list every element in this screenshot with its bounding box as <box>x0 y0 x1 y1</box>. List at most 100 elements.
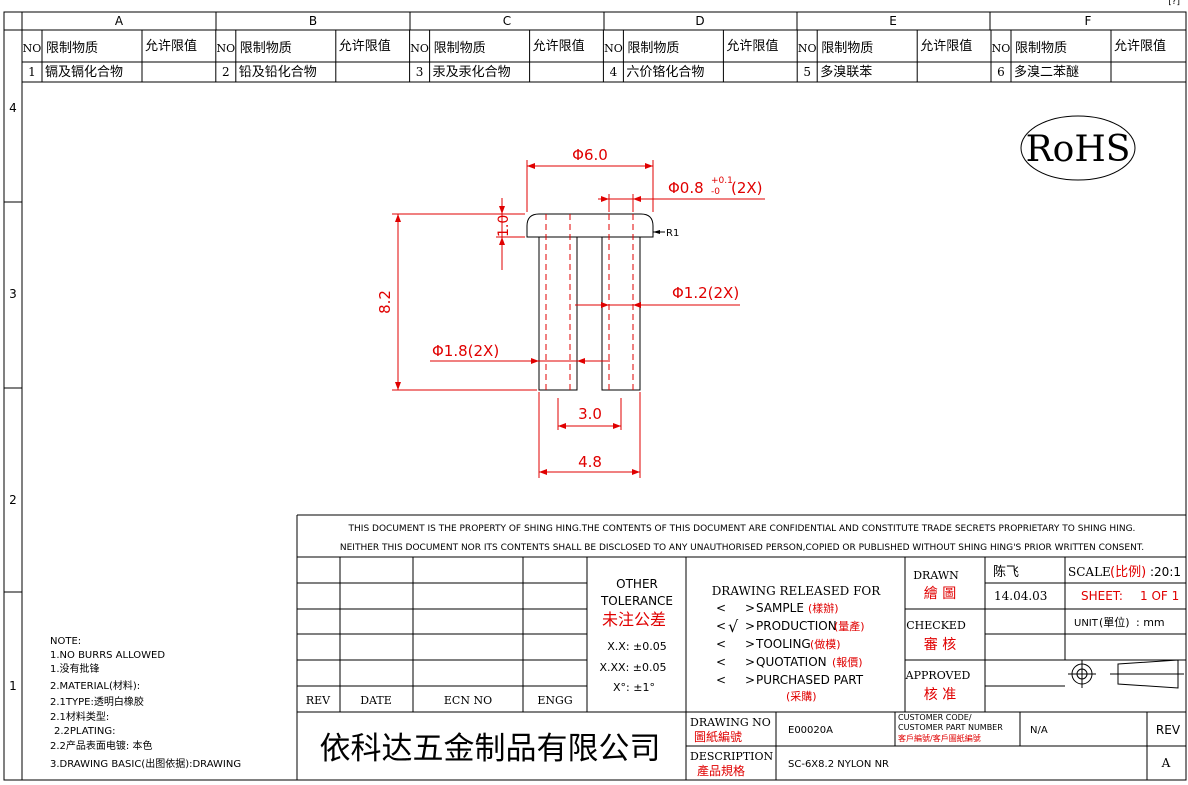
unit-label-cn: (單位) <box>1099 615 1130 629</box>
svg-text:>: > <box>745 637 755 651</box>
rev-box-label: REV <box>1156 723 1181 737</box>
restricted-no-header: NO <box>798 42 817 55</box>
restricted-item-name: 六价铬化合物 <box>626 64 704 80</box>
svg-text:<: < <box>716 601 726 615</box>
checked-label-cn: 審 核 <box>924 637 956 653</box>
notice-line-2: NEITHER THIS DOCUMENT NOR ITS CONTENTS S… <box>340 543 1144 553</box>
drawing-no-label-cn: 圖紙編號 <box>694 729 742 744</box>
note-2-1b: 2.1材料类型: <box>50 710 109 723</box>
svg-text:>: > <box>745 619 755 633</box>
projection-symbol <box>1068 659 1184 689</box>
dim-hole-tol-lower: -0 <box>711 187 720 197</box>
restricted-substance-header: 限制物质 <box>46 41 98 56</box>
part-drawing <box>526 213 654 391</box>
svg-text:>: > <box>745 655 755 669</box>
dim-pin-inner: Φ1.2(2X) <box>672 284 739 302</box>
restricted-item-no: 4 <box>610 65 618 79</box>
description-label-cn: 產品規格 <box>697 763 745 778</box>
rohs-mark <box>1020 115 1136 181</box>
title-block <box>296 514 1186 780</box>
dimension-lines <box>392 160 765 478</box>
restricted-item-no: 6 <box>997 65 1005 79</box>
restricted-limit-header: 允许限值 <box>726 38 778 54</box>
release-sample: SAMPLE <box>756 601 804 615</box>
dim-pitch: 3.0 <box>578 405 602 423</box>
zone-col-a: A <box>115 14 124 28</box>
restricted-no-header: NO <box>604 42 623 55</box>
description-value: SC-6X8.2 NYLON NR <box>788 759 889 770</box>
restricted-no-header: NO <box>216 42 235 55</box>
drawn-label: DRAWN <box>913 569 959 582</box>
part-head <box>526 213 654 238</box>
restricted-item-name: 多溴二苯醚 <box>1014 64 1079 80</box>
tol-title-1: OTHER <box>616 577 658 591</box>
restricted-no-header: NO <box>410 42 429 55</box>
zone-col-d: D <box>695 14 704 28</box>
hidden-holes <box>545 214 634 390</box>
scale-label: SCALE <box>1068 565 1111 579</box>
restricted-substance-header: 限制物质 <box>821 41 873 56</box>
restricted-substance-header: 限制物质 <box>1015 41 1067 56</box>
tol-x1: X.X: ±0.05 <box>607 640 666 653</box>
release-purchased-cn: (采購) <box>786 689 817 703</box>
tol-x2: X.XX: ±0.05 <box>599 661 666 674</box>
svg-text:<: < <box>716 655 726 669</box>
restricted-limit-header: 允许限值 <box>533 38 585 54</box>
rev-box-value: A <box>1161 756 1171 770</box>
rev-header: REV <box>306 694 331 707</box>
restricted-limit-header: 允许限值 <box>920 38 972 54</box>
drawn-label-cn: 繪 圖 <box>924 585 956 602</box>
zone-row-1: 1 <box>9 679 17 693</box>
svg-text:<: < <box>716 619 726 633</box>
zone-col-e: E <box>889 14 897 28</box>
restricted-no-header: NO <box>992 42 1011 55</box>
svg-text:<: < <box>716 673 726 687</box>
dim-hole-qty: (2X) <box>731 179 763 197</box>
outer-border <box>3 11 1187 781</box>
company-name: 依科达五金制品有限公司 <box>320 731 661 767</box>
note-2-2b: 2.2产品表面电镀: 本色 <box>50 739 152 752</box>
drawing-no-label: DRAWING NO <box>690 716 771 729</box>
restricted-item-no: 2 <box>222 65 230 79</box>
restricted-substance-header: 限制物质 <box>627 41 679 56</box>
sheet-value: 1 OF 1 <box>1140 589 1179 603</box>
release-sample-cn: (樣辦) <box>808 601 839 615</box>
note-1: 1.NO BURRS ALLOWED <box>50 650 165 661</box>
rohs-text: RoHS <box>1026 129 1131 170</box>
dim-head-thk: 1.0 <box>496 215 512 237</box>
top-right-text: [?] <box>1168 0 1180 7</box>
tol-title-2: TOLERANCE <box>600 594 673 608</box>
note-3: 3.DRAWING BASIC(出图依据):DRAWING <box>50 757 241 770</box>
sheet-label: SHEET: <box>1081 589 1123 603</box>
customer-code-label-cn: 客戶編號/客戶圖紙編號 <box>898 733 981 743</box>
dim-head-dia: Φ6.0 <box>572 146 608 164</box>
customer-part-label: CUSTOMER PART NUMBER <box>898 723 1003 732</box>
scale-value: :20:1 <box>1150 565 1181 579</box>
dim-pin-outer: Φ1.8(2X) <box>432 342 499 360</box>
approved-label: APPROVED <box>905 669 971 682</box>
drawn-date: 14.04.03 <box>994 589 1047 603</box>
release-tooling-cn: (做模) <box>810 637 841 651</box>
note-2: 2.MATERIAL(材料): <box>50 679 140 692</box>
release-checkmark: √ <box>728 617 739 636</box>
description-label: DESCRIPTION <box>690 750 774 763</box>
zone-row-2: 2 <box>9 493 17 507</box>
note-2-2: 2.2PLATING: <box>54 726 115 737</box>
svg-text:<: < <box>716 637 726 651</box>
note-2-1: 2.1TYPE:透明白橡胶 <box>50 695 144 708</box>
release-title: DRAWING RELEASED FOR <box>712 584 882 598</box>
dim-width: 4.8 <box>578 453 602 471</box>
restricted-substance-header: 限制物质 <box>240 41 292 56</box>
restricted-item-name: 铅及铅化合物 <box>239 65 317 80</box>
scale-label-cn: (比例) <box>1110 565 1146 580</box>
svg-text:>: > <box>745 601 755 615</box>
unit-value: : mm <box>1136 616 1165 629</box>
date-header: DATE <box>360 694 392 707</box>
release-production-cn: (量產) <box>834 619 865 633</box>
customer-code-value: N/A <box>1030 725 1048 736</box>
dim-hole-dia: Φ0.8 <box>668 179 704 197</box>
drawn-name: 陈飞 <box>993 564 1019 580</box>
drawing-no-value: E00020A <box>788 725 833 736</box>
